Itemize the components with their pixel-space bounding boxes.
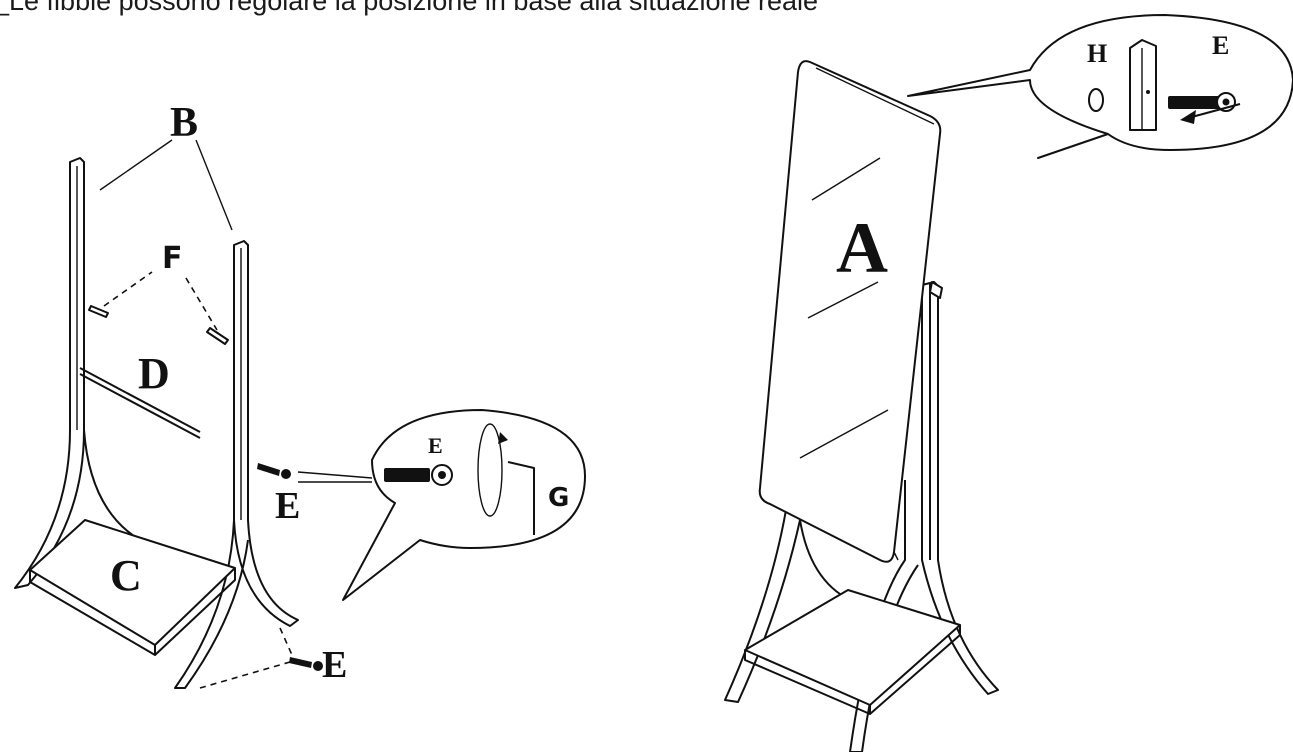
shelf: [744, 589, 961, 706]
label-d: D: [138, 349, 170, 398]
left-stand-leg: [724, 509, 801, 703]
label-h: H: [1087, 39, 1107, 68]
label-a: A: [836, 208, 888, 288]
screw-e-right-inset: [1168, 96, 1220, 109]
post-section: [1129, 39, 1157, 131]
rotate-arrow-icon: [477, 423, 503, 517]
allen-key-icon: [507, 461, 535, 535]
screw-side: [257, 463, 291, 479]
right-inset-callout: H E: [907, 14, 1293, 159]
left-post: [14, 157, 85, 589]
label-b: B: [170, 100, 198, 146]
label-f: F: [162, 241, 183, 276]
pin-left: [88, 305, 109, 318]
washer-h-icon: [1088, 88, 1104, 112]
label-e-inset: E: [428, 433, 443, 458]
right-assembly: A: [724, 60, 999, 752]
pin-right: [206, 327, 229, 345]
left-post-leg: [83, 429, 141, 541]
label-e-right-inset: E: [1212, 31, 1229, 60]
label-e-side: E: [275, 485, 300, 527]
instruction-caption: _Le fibbie possono regolare la posizione…: [0, 0, 819, 16]
left-inset-callout: E G: [297, 409, 586, 601]
adjust-knob: [929, 281, 943, 299]
label-e-bottom: E: [322, 644, 347, 686]
direction-arrow-icon: [1180, 110, 1196, 124]
screw-bottom: [289, 657, 323, 671]
label-g: G: [548, 483, 569, 513]
left-frame: B F D C E E: [14, 100, 347, 689]
mirror-panel: [758, 60, 942, 563]
right-stand-post: [921, 281, 999, 695]
crossbar: [79, 367, 201, 433]
screw-e-inset: [384, 468, 430, 482]
label-c: C: [110, 551, 142, 600]
